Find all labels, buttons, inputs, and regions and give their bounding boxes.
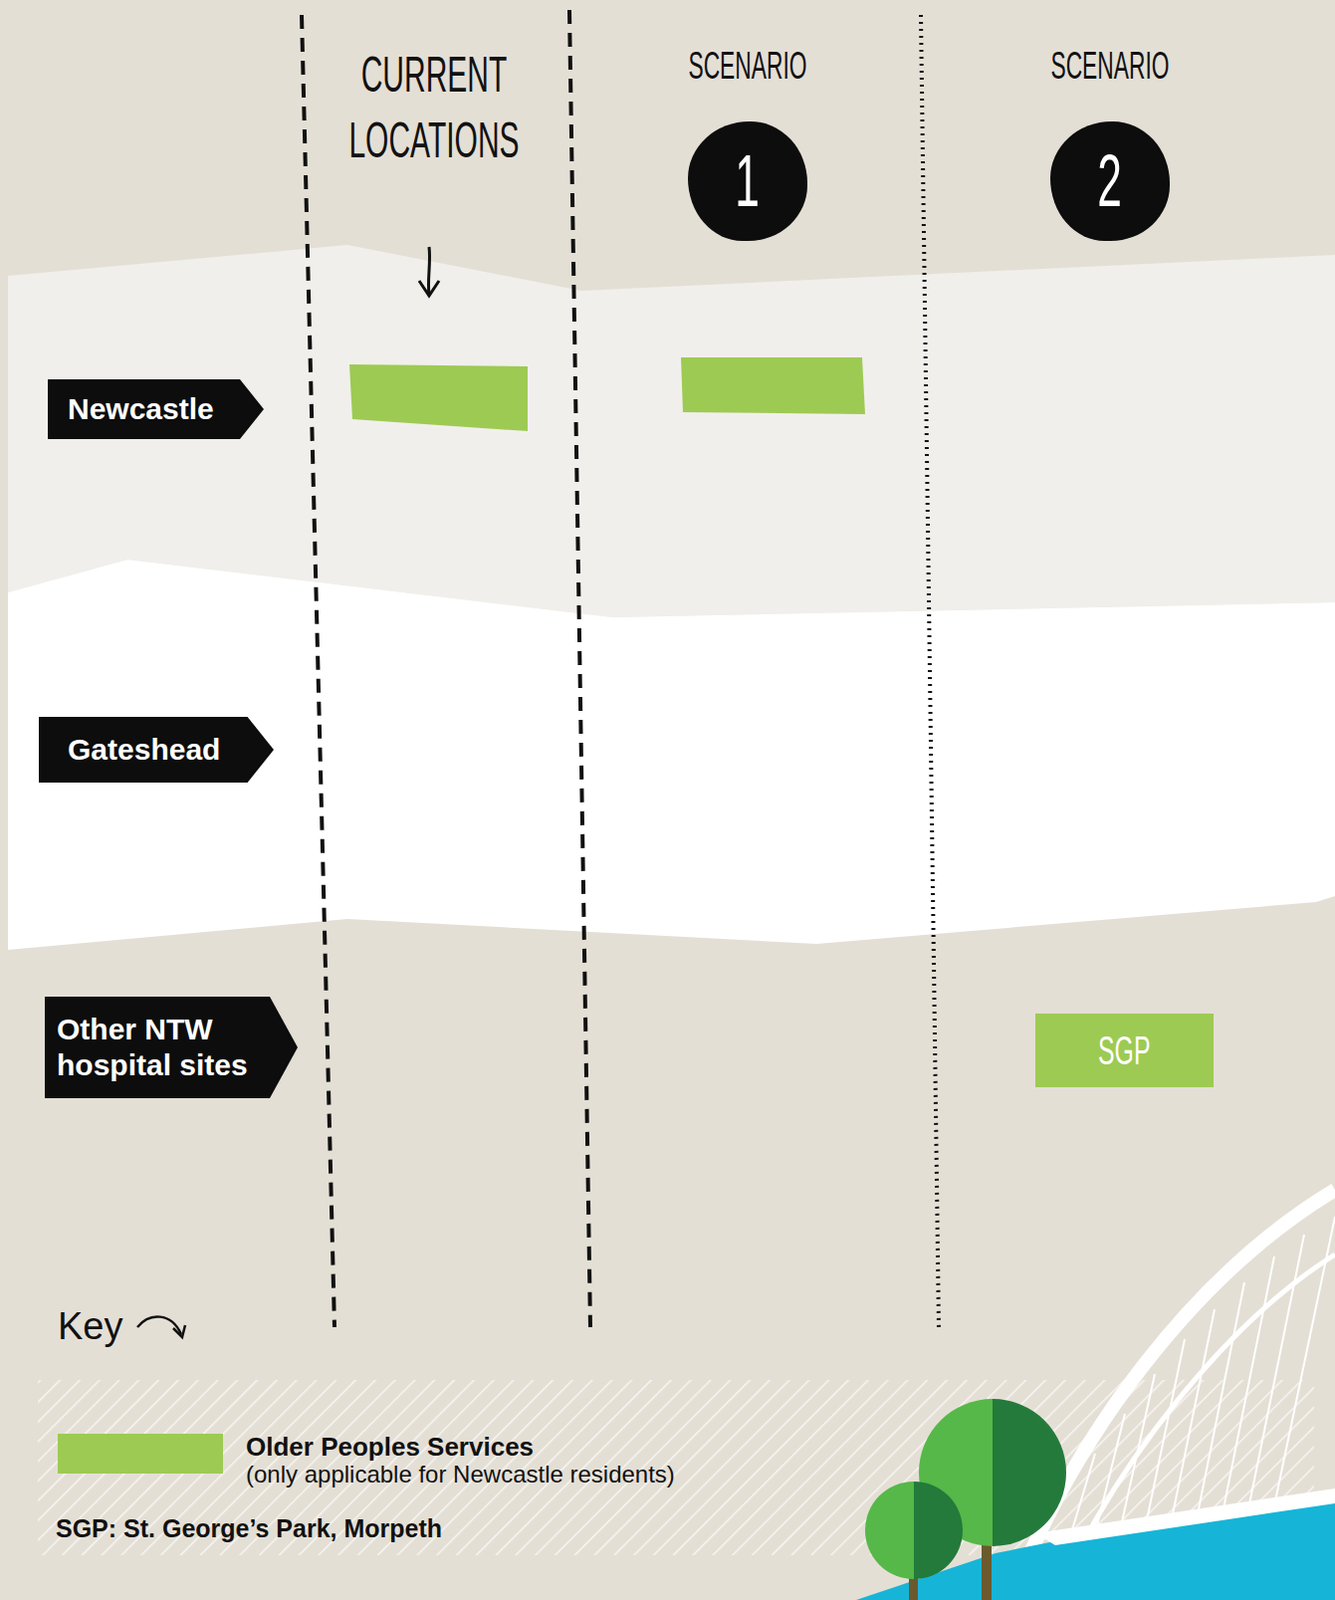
- area-tag: Newcastle: [47, 379, 264, 440]
- tree-crown: [865, 1481, 914, 1579]
- tree-crown: [992, 1398, 1067, 1547]
- node-text: SGP: [1098, 1028, 1150, 1074]
- column-divider: [920, 14, 939, 1328]
- tag-outline: [44, 996, 298, 1099]
- column-heading: CURRENT LOCATIONS: [338, 41, 530, 174]
- column-heading: SCENARIO: [669, 43, 826, 88]
- tag-outline: [47, 379, 264, 440]
- legend-text: Older Peoples Services: [245, 1431, 534, 1462]
- column-heading: SCENARIO: [1032, 43, 1188, 88]
- column-divider: [569, 9, 591, 1328]
- white-band: [7, 559, 1335, 950]
- tree-crown: [913, 1481, 963, 1579]
- light-band: [7, 244, 1335, 618]
- area-tag: Gateshead: [38, 716, 274, 783]
- legend-note: (only applicable for Newcastle residents…: [245, 1459, 844, 1490]
- scenario-number: 2: [1050, 121, 1170, 241]
- service-box: SGP: [1035, 1013, 1214, 1088]
- key-note: SGP: St. George’s Park, Morpeth: [55, 1513, 753, 1545]
- bridge-deck: [1035, 1488, 1335, 1546]
- node-text: Newcastle: [67, 391, 215, 428]
- service-box: [680, 357, 866, 415]
- area-tag: Other NTW hospital sites: [44, 996, 298, 1099]
- legend-swatch: [57, 1433, 223, 1474]
- tag-shape: [44, 996, 298, 1099]
- node-text: 1: [735, 141, 761, 222]
- key-heading: Key: [57, 1304, 178, 1348]
- key-arrow-head: [173, 1325, 186, 1337]
- key-arrow: [137, 1317, 182, 1335]
- pointer-arrow-head: [419, 280, 440, 296]
- node-text: Gateshead: [67, 731, 221, 768]
- tag-outline: [38, 716, 274, 783]
- service-box: [349, 364, 528, 432]
- scenario-number: 1: [687, 121, 808, 241]
- node-text: Other NTW hospital sites: [56, 1011, 266, 1084]
- pointer-arrow: [428, 246, 430, 295]
- column-divider: [301, 14, 335, 1328]
- node-text: 2: [1098, 141, 1123, 222]
